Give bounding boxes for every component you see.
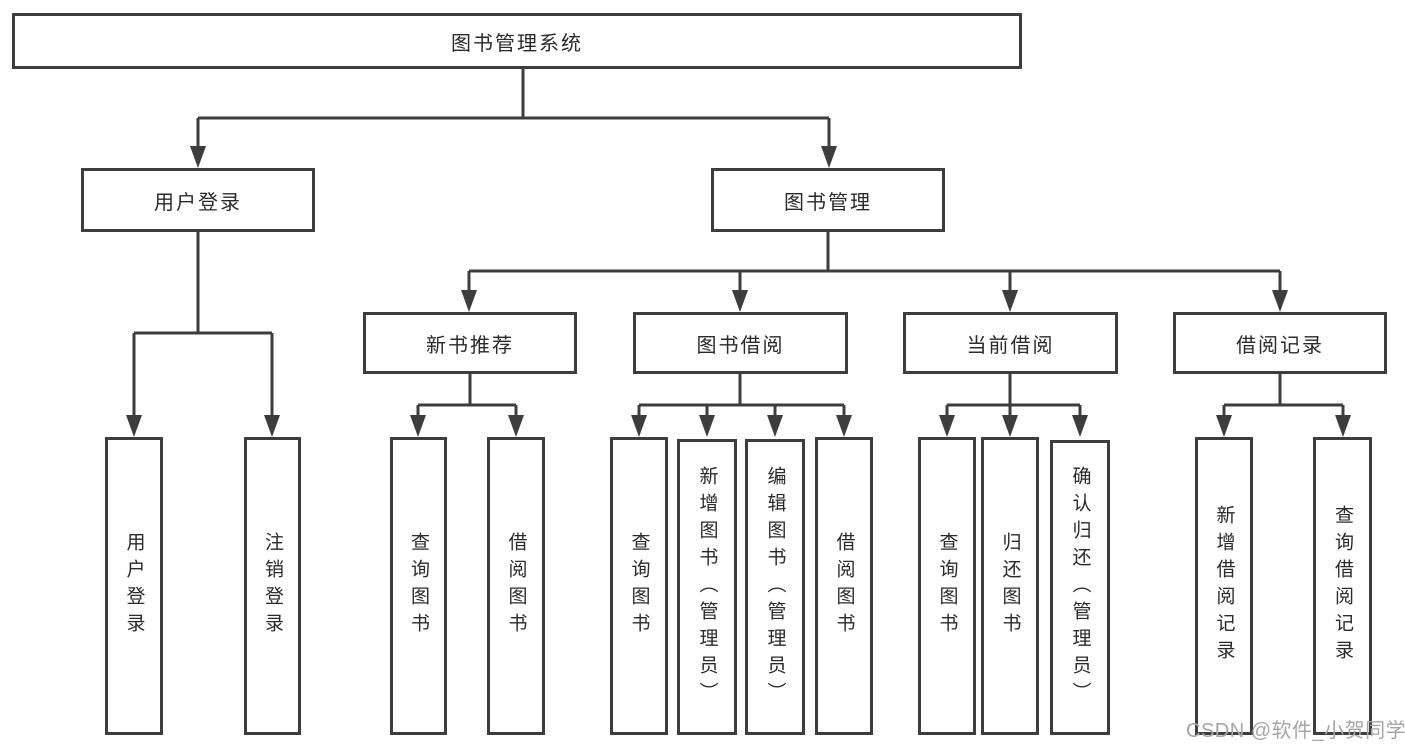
node-current-borrow-label: 当前借阅 <box>966 334 1055 357</box>
connector-root-to-level2 <box>196 69 831 148</box>
leaf-borrow-book-recommend-label: 借阅图书 <box>505 532 527 640</box>
node-borrow-record: 借阅记录 <box>1173 312 1387 374</box>
node-book-borrow-label: 图书借阅 <box>696 334 785 357</box>
arrowheads-leaves <box>126 415 1351 437</box>
node-new-book-recommend-label: 新书推荐 <box>426 334 514 357</box>
leaf-query-borrow-record-label: 查询借阅记录 <box>1332 505 1353 667</box>
leaf-query-book-recommend: 查询图书 <box>390 437 447 735</box>
leaf-user-login: 用户登录 <box>105 437 163 735</box>
node-book-management-label: 图书管理 <box>784 191 872 214</box>
leaf-return-book: 归还图书 <box>981 437 1039 735</box>
leaf-add-book-admin-label: 新增图书（管理员） <box>696 465 718 709</box>
connector-leaf-branches <box>416 374 1345 417</box>
node-root-label: 图书管理系统 <box>451 32 583 55</box>
leaf-add-borrow-record: 新增借阅记录 <box>1195 437 1253 735</box>
connector-book-management-branch <box>467 232 1282 292</box>
leaf-add-book-admin: 新增图书（管理员） <box>677 439 737 735</box>
node-book-management: 图书管理 <box>711 168 945 232</box>
leaf-user-login-label: 用户登录 <box>123 532 145 640</box>
leaf-query-book-current-label: 查询图书 <box>936 532 958 640</box>
arrowheads-level3 <box>461 290 1288 312</box>
node-user-login: 用户登录 <box>81 168 315 232</box>
leaf-add-borrow-record-label: 新增借阅记录 <box>1213 505 1235 667</box>
leaf-query-book-borrow-label: 查询图书 <box>628 532 650 640</box>
node-book-borrow: 图书借阅 <box>633 312 848 374</box>
leaf-confirm-return-admin-label: 确认归还（管理员） <box>1069 466 1091 709</box>
leaf-query-borrow-record: 查询借阅记录 <box>1313 437 1372 735</box>
leaf-borrow-book-label: 借阅图书 <box>833 532 855 640</box>
node-new-book-recommend: 新书推荐 <box>363 312 577 374</box>
leaf-confirm-return-admin: 确认归还（管理员） <box>1050 440 1110 735</box>
leaf-logout-login-label: 注销登录 <box>262 532 283 640</box>
leaf-query-book-current: 查询图书 <box>918 437 976 735</box>
leaf-edit-book-admin-label: 编辑图书（管理员） <box>764 465 786 709</box>
node-root: 图书管理系统 <box>12 13 1022 69</box>
leaf-borrow-book: 借阅图书 <box>815 437 873 735</box>
node-borrow-record-label: 借阅记录 <box>1236 334 1324 357</box>
arrowheads-level2 <box>190 146 837 168</box>
leaf-logout-login: 注销登录 <box>244 437 301 735</box>
node-current-borrow: 当前借阅 <box>903 312 1118 374</box>
leaf-edit-book-admin: 编辑图书（管理员） <box>745 439 805 735</box>
leaf-query-book-recommend-label: 查询图书 <box>408 532 429 640</box>
leaf-borrow-book-recommend: 借阅图书 <box>487 437 545 735</box>
csdn-watermark: CSDN @软件_小贺同学 <box>1186 720 1405 742</box>
leaf-query-book-borrow: 查询图书 <box>610 437 668 735</box>
leaf-return-book-label: 归还图书 <box>999 532 1021 640</box>
node-user-login-label: 用户登录 <box>154 191 242 214</box>
connector-user-login-branch <box>132 232 274 417</box>
